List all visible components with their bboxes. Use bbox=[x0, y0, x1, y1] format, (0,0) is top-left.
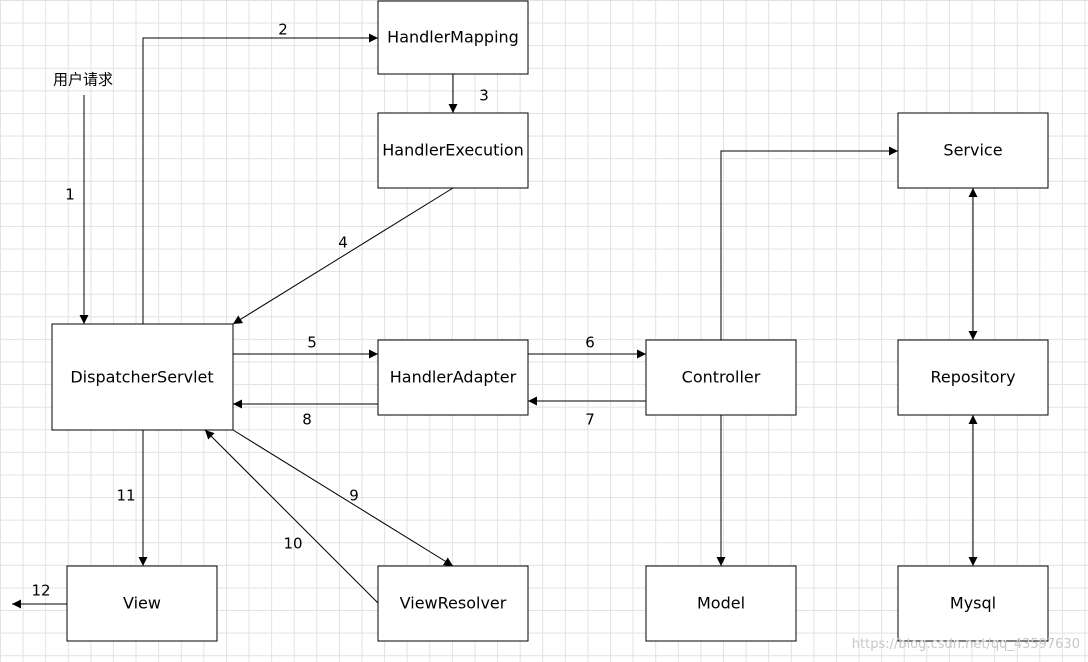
edge-label-6: 6 bbox=[585, 334, 595, 352]
node-repository-label: Repository bbox=[930, 368, 1015, 387]
node-handler-mapping-label: HandlerMapping bbox=[387, 28, 519, 47]
node-handler-execution: HandlerExecution bbox=[377, 112, 529, 189]
edge-label-12: 12 bbox=[31, 582, 50, 600]
edge-controller-service bbox=[720, 146, 898, 340]
edge-label-5: 5 bbox=[307, 334, 317, 352]
node-controller: Controller bbox=[645, 339, 797, 416]
edge-2 bbox=[142, 33, 378, 324]
edge-4 bbox=[232, 187, 454, 325]
node-model: Model bbox=[645, 565, 797, 642]
edge-label-11: 11 bbox=[116, 487, 135, 505]
node-mysql: Mysql bbox=[897, 565, 1049, 642]
node-dispatcher-servlet-label: DispatcherServlet bbox=[70, 368, 213, 387]
node-dispatcher-servlet: DispatcherServlet bbox=[51, 323, 234, 431]
node-service-label: Service bbox=[943, 141, 1002, 160]
edge-label-4: 4 bbox=[338, 234, 348, 252]
node-handler-adapter: HandlerAdapter bbox=[377, 339, 529, 416]
edge-label-9: 9 bbox=[349, 487, 359, 505]
watermark-text: https://blog.csdn.net/qq_43597630 bbox=[851, 637, 1080, 652]
node-controller-label: Controller bbox=[682, 368, 761, 387]
node-model-label: Model bbox=[697, 594, 745, 613]
edge-label-8: 8 bbox=[302, 411, 312, 429]
node-service: Service bbox=[897, 112, 1049, 189]
edge-9 bbox=[232, 429, 454, 567]
edge-label-10: 10 bbox=[283, 535, 302, 553]
node-view-resolver-label: ViewResolver bbox=[400, 594, 507, 613]
edge-label-3: 3 bbox=[479, 87, 489, 105]
edge-label-2: 2 bbox=[278, 21, 288, 39]
node-view: View bbox=[66, 565, 218, 642]
node-handler-adapter-label: HandlerAdapter bbox=[390, 368, 517, 387]
node-view-resolver: ViewResolver bbox=[377, 565, 529, 642]
node-handler-mapping: HandlerMapping bbox=[377, 0, 529, 75]
user-request-label: 用户请求 bbox=[53, 71, 113, 89]
edge-label-1: 1 bbox=[65, 186, 75, 204]
edge-10 bbox=[204, 429, 379, 604]
node-repository: Repository bbox=[897, 339, 1049, 416]
node-mysql-label: Mysql bbox=[950, 594, 996, 613]
node-handler-execution-label: HandlerExecution bbox=[382, 141, 524, 160]
edge-label-7: 7 bbox=[585, 411, 595, 429]
node-view-label: View bbox=[123, 594, 161, 613]
